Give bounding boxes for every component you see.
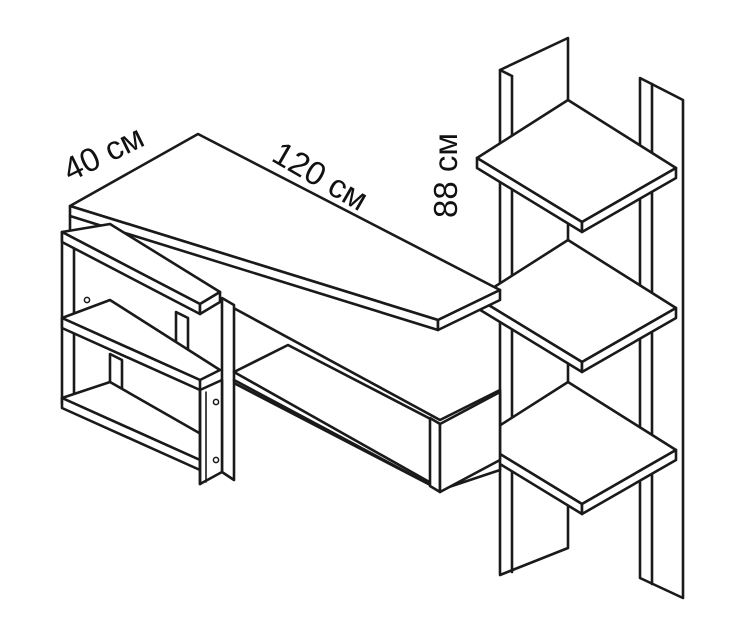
height-dimension-label: 88 см xyxy=(427,133,464,218)
desk-inner-panel xyxy=(220,296,236,482)
ladder-shelf xyxy=(475,36,685,600)
desk xyxy=(60,132,502,494)
desk-side-unit xyxy=(60,222,224,486)
shelf-board-top xyxy=(475,98,678,234)
desk-right-leg xyxy=(428,416,442,494)
shelf-board-bottom xyxy=(475,380,678,516)
